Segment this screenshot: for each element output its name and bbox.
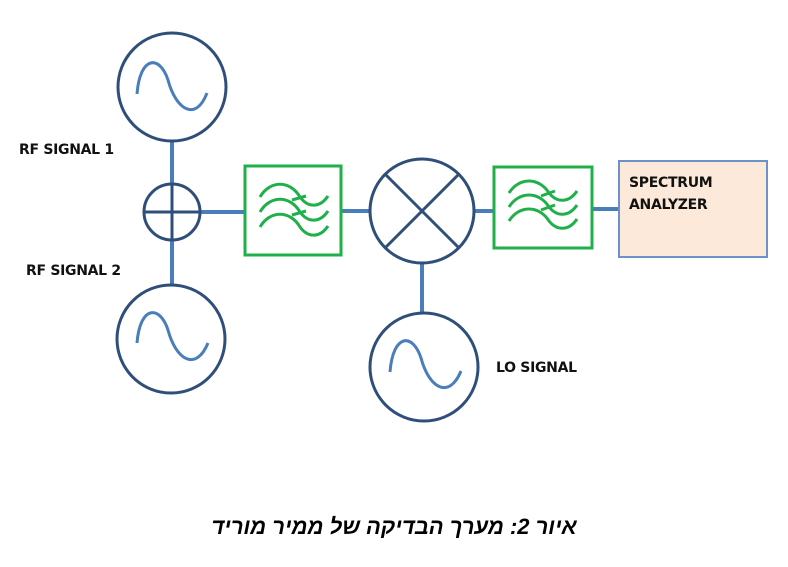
figure-caption: איור 2: מערך הבדיקה של ממיר מוריד — [211, 514, 577, 539]
spectrum-analyzer-label-line2: ANALYZER — [629, 197, 708, 213]
filter-2 — [492, 165, 594, 250]
source-circle — [116, 31, 228, 143]
rf-signal-2-label: RF SIGNAL 2 — [26, 263, 121, 279]
spectrum-analyzer-box — [618, 160, 768, 258]
lo-signal-label: LO SIGNAL — [496, 360, 577, 376]
rf-signal-2-source — [115, 283, 227, 395]
rf-signal-1-source — [116, 31, 228, 143]
sine-wave-icon — [135, 61, 209, 112]
combiner — [142, 182, 202, 242]
lo-signal-source — [368, 311, 480, 423]
rf-signal-1-label: RF SIGNAL 1 — [19, 142, 114, 158]
sine-wave-icon — [135, 311, 210, 362]
wires — [170, 139, 619, 314]
bandpass-filter-icon — [507, 179, 579, 230]
filter-box — [492, 165, 594, 250]
mixer — [368, 157, 476, 265]
filter-1 — [243, 164, 343, 257]
bandpass-filter-icon — [258, 182, 330, 237]
sine-wave-icon — [388, 339, 463, 390]
spectrum-analyzer-label-line1: SPECTRUM — [629, 175, 713, 191]
spectrum-analyzer-label: SPECTRUM ANALYZER — [629, 172, 713, 216]
mixer-x-line-2 — [383, 172, 461, 250]
